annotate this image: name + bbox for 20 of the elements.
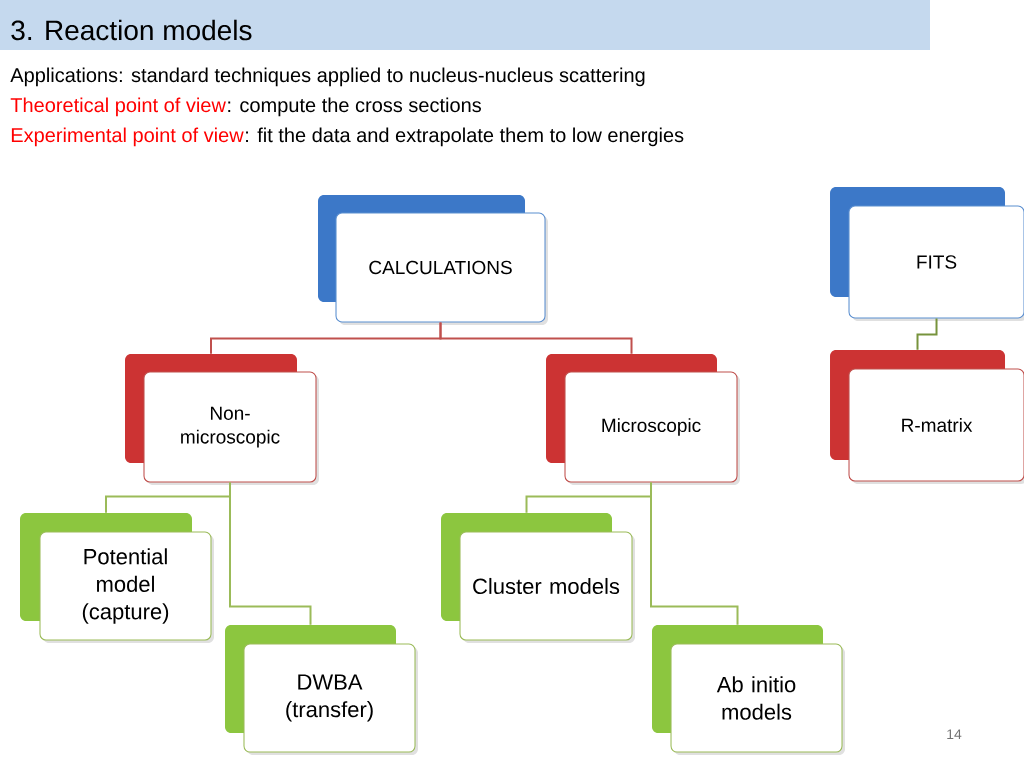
- highlighted-text: Experimental point of view: [11, 127, 244, 147]
- connector-line: [439, 321, 633, 355]
- process-box: FITS: [830, 187, 1024, 321]
- process-box: DWBA (transfer): [225, 625, 418, 755]
- title-bar: 3. Reaction models: [0, 0, 930, 50]
- process-box: Potential model (capture): [20, 513, 214, 643]
- process-box: CALCULATIONS: [318, 195, 548, 325]
- text-line: : fit the data and extrapolate them to low energies: [246, 127, 684, 147]
- process-box: Cluster models: [441, 513, 635, 643]
- connector-line: [916, 317, 938, 351]
- text-line: : compute the cross sections: [228, 97, 481, 117]
- process-box: Microscopic: [546, 354, 740, 485]
- process-box: Non-microscopic: [125, 354, 319, 485]
- connector-line: [650, 481, 739, 626]
- text-line: Applications: standard techniques applied to nucleus-nucleus scattering: [10, 67, 645, 87]
- connector-line: [229, 481, 312, 626]
- highlighted-text: Theoretical point of view: [10, 97, 226, 117]
- process-box: Ab initio models: [652, 625, 845, 755]
- process-box: R-matrix: [830, 350, 1024, 484]
- page-number: 14: [947, 729, 962, 739]
